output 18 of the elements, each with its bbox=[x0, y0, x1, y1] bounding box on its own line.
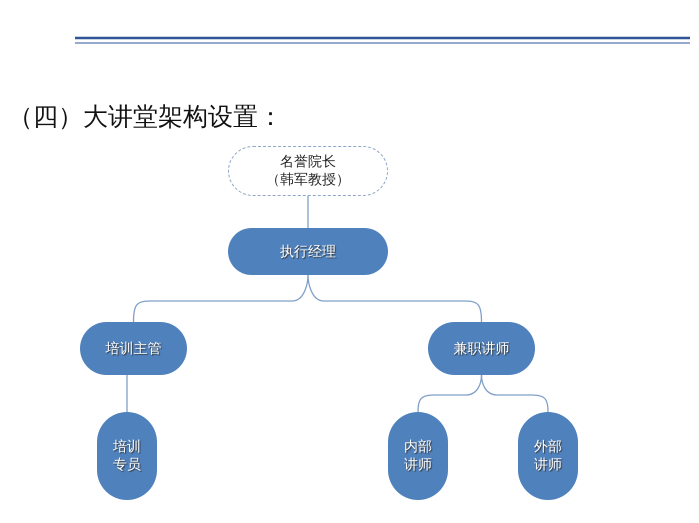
node-label: 兼职讲师 bbox=[454, 340, 510, 358]
connector-line bbox=[307, 196, 309, 228]
node-label: 培训主管 bbox=[106, 340, 162, 358]
connector-line bbox=[417, 374, 482, 412]
node-label: 外部讲师 bbox=[533, 438, 563, 474]
slide-title: （四）大讲堂架构设置： bbox=[8, 101, 283, 133]
connector-line bbox=[126, 375, 128, 412]
connector-line bbox=[480, 374, 549, 412]
node-label: 执行经理 bbox=[280, 242, 336, 260]
node-label: （韩军教授） bbox=[266, 171, 350, 189]
node-label: 培训专员 bbox=[112, 438, 142, 474]
rounded-box bbox=[228, 228, 388, 275]
rounded-box bbox=[80, 322, 187, 375]
node-label: 内部讲师 bbox=[403, 438, 433, 474]
connector-line bbox=[132, 274, 309, 322]
node-label: 名誉院长 bbox=[280, 153, 336, 171]
connector-line bbox=[307, 274, 482, 322]
rounded-box bbox=[428, 322, 535, 375]
